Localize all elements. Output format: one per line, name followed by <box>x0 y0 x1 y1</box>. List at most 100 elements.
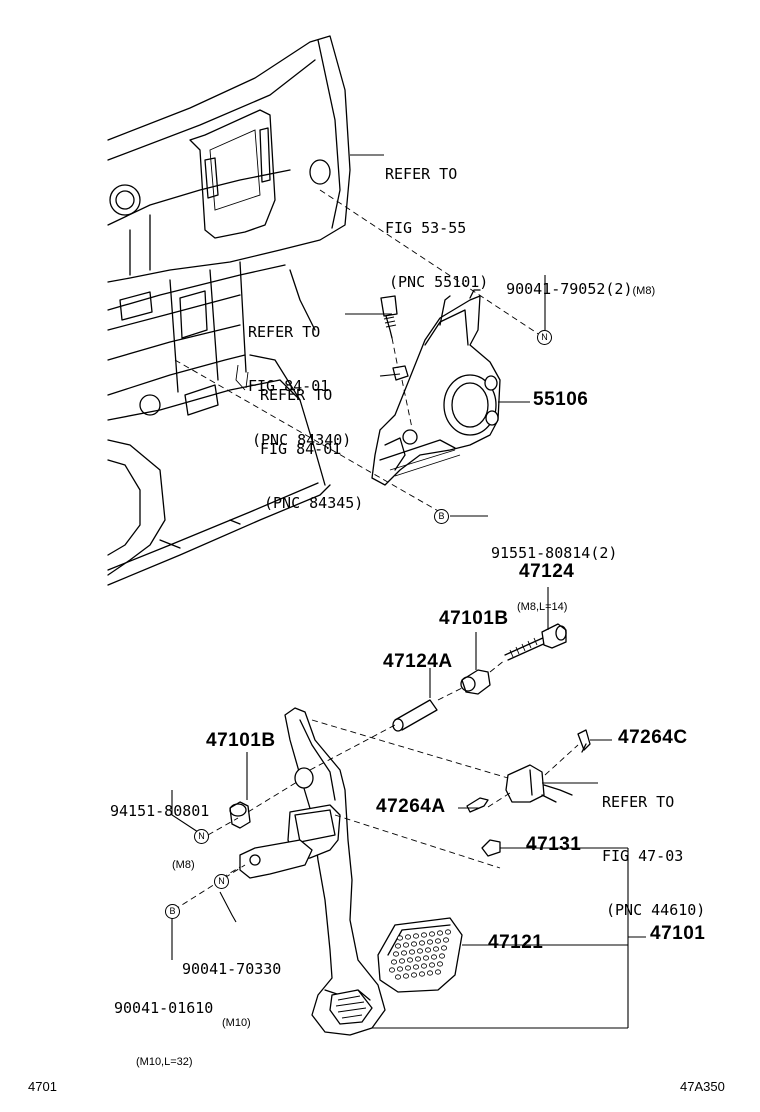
refer-label-line: REFER TO <box>385 165 458 183</box>
refer-label-fig-53-55: REFER TO FIG 53-55 (PNC 55101) <box>385 129 488 309</box>
pad-dot <box>438 953 445 959</box>
pad-dot <box>408 949 415 955</box>
pedal-stopper <box>481 839 501 857</box>
part-label-47124a: 47124A <box>383 651 453 672</box>
part-label-47101b-top: 47101B <box>439 608 509 629</box>
part-label-90041-01610: 90041-01610 (M10,L=32) <box>114 963 213 1089</box>
push-rod-clevis <box>466 729 591 813</box>
part-spec: (M10,L=32) <box>136 1056 193 1068</box>
part-spec: (M8) <box>632 285 656 297</box>
switch-clip <box>392 365 409 381</box>
footer-illustration-code: 47A350 <box>680 1079 725 1094</box>
pad-dot <box>416 948 423 954</box>
pad-dot <box>418 940 425 946</box>
refer-label-fig: FIG 84-01 <box>248 377 330 395</box>
pad-dot <box>428 962 435 968</box>
pad-dot <box>390 959 397 965</box>
pad-dot <box>404 934 411 940</box>
pad-dot <box>402 942 409 948</box>
refer-label-pnc: (PNC 84345) <box>264 494 364 512</box>
pad-dot <box>420 963 427 969</box>
pad-dot <box>436 930 443 936</box>
part-label-90041-70330: 90041-70330 (M10) <box>182 924 281 1050</box>
nut-symbol-icon: N <box>537 330 552 345</box>
part-number: 91551-80814(2) <box>491 544 618 562</box>
pad-dot <box>420 932 427 938</box>
pad-dot <box>440 945 447 951</box>
part-label-47101b-left: 47101B <box>206 730 276 751</box>
part-label-47124: 47124 <box>519 561 575 582</box>
pad-dot <box>434 938 441 944</box>
part-spec: (M10) <box>222 1017 251 1029</box>
pad-dot <box>404 965 411 971</box>
pedal-bracket <box>371 289 501 486</box>
refer-label-line: REFER TO <box>248 323 321 341</box>
pad-dot <box>392 951 399 957</box>
part-label-47121: 47121 <box>488 932 544 953</box>
refer-label-pnc: (PNC 44610) <box>606 901 706 919</box>
pad-dot <box>388 967 395 973</box>
dashed-assembly-lines <box>173 189 579 911</box>
part-label-55106: 55106 <box>533 389 589 410</box>
refer-label-line: REFER TO <box>260 386 333 404</box>
part-spec: (M8,L=14) <box>517 601 568 613</box>
pad-dot <box>426 970 433 976</box>
part-number: 94151-80801 <box>110 802 210 820</box>
pad-dot <box>394 974 401 980</box>
part-number: 90041-79052(2) <box>506 280 633 298</box>
pad-dot <box>406 957 413 963</box>
part-label-47131: 47131 <box>526 834 582 855</box>
pad-dot <box>412 964 419 970</box>
refer-label-fig-47-03: REFER TO FIG 47-03 (PNC 44610) <box>602 757 705 937</box>
pad-dot <box>410 941 417 947</box>
refer-label-fig-84-01-a: REFER TO FIG 84-01 (PNC 84340) <box>248 287 351 467</box>
pedal-pad-texture <box>388 929 451 980</box>
part-label-47101: 47101 <box>650 923 706 944</box>
pad-dot <box>428 931 435 937</box>
pad-dot <box>402 973 409 979</box>
part-label-90041-79052: 90041-79052(2)(M8) <box>488 262 655 300</box>
pad-dot <box>394 943 401 949</box>
bolt-symbol-icon: B <box>165 904 180 919</box>
refer-label-pnc: (PNC 84340) <box>252 431 352 449</box>
bushing-top <box>460 669 491 695</box>
refer-label-pnc: (PNC 55101) <box>389 273 489 291</box>
pedal-collar <box>392 699 438 732</box>
dash-panel-body <box>107 35 351 586</box>
pad-dot <box>396 966 403 972</box>
pad-dot <box>400 950 407 956</box>
pad-dot <box>432 946 439 952</box>
pad-dot <box>418 971 425 977</box>
pad-dot <box>414 956 421 962</box>
refer-label-fig: FIG 53-55 <box>385 219 467 237</box>
pad-dot <box>442 937 449 943</box>
bushing-left <box>229 801 251 829</box>
pad-dot <box>398 958 405 964</box>
part-label-91551-80814: 91551-80814(2) (M8,L=14) <box>491 508 617 634</box>
footer-figure-number: 4701 <box>28 1079 57 1094</box>
pad-dot <box>444 929 451 935</box>
pad-dot <box>422 955 429 961</box>
bolt-symbol-icon: B <box>434 509 449 524</box>
pad-dot <box>434 969 441 975</box>
stop-lamp-switch <box>380 295 398 339</box>
pad-dot <box>430 954 437 960</box>
brake-pedal-arm <box>239 707 386 1036</box>
pad-dot <box>396 935 403 941</box>
part-label-47264c: 47264C <box>618 727 688 748</box>
pad-dot <box>436 961 443 967</box>
pad-dot <box>426 939 433 945</box>
part-label-94151-80801: 94151-80801 (M8) <box>110 766 209 892</box>
pad-dot <box>410 972 417 978</box>
refer-label-fig-84-01-b: REFER TO FIG 84-01 (PNC 84345) <box>260 350 363 530</box>
nut-symbol-icon: N <box>194 829 209 844</box>
leader-lines <box>171 154 646 1029</box>
part-number: 90041-70330 <box>182 960 282 978</box>
refer-label-fig: FIG 84-01 <box>260 440 342 458</box>
pad-dot <box>412 933 419 939</box>
pad-dot <box>424 947 431 953</box>
part-label-47264a: 47264A <box>376 796 446 817</box>
pedal-pad <box>377 917 463 993</box>
refer-label-fig: FIG 47-03 <box>602 847 684 865</box>
